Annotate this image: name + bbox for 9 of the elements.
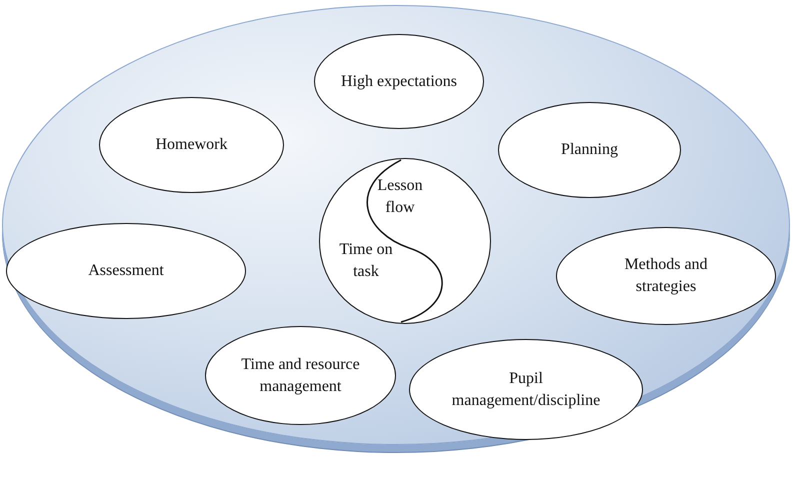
topic-label: Pupil management/discipline bbox=[450, 368, 602, 410]
topic-label: Assessment bbox=[88, 261, 164, 282]
topic-label: Homework bbox=[156, 135, 228, 156]
topic-label: Planning bbox=[561, 140, 618, 160]
topic-label: Time and resource management bbox=[240, 354, 361, 396]
topic-label: Time on task bbox=[338, 240, 394, 282]
topic-label: Methods and strategies bbox=[623, 255, 709, 297]
topic-label: High expectations bbox=[341, 72, 457, 92]
topic-label: Lesson flow bbox=[376, 176, 424, 218]
